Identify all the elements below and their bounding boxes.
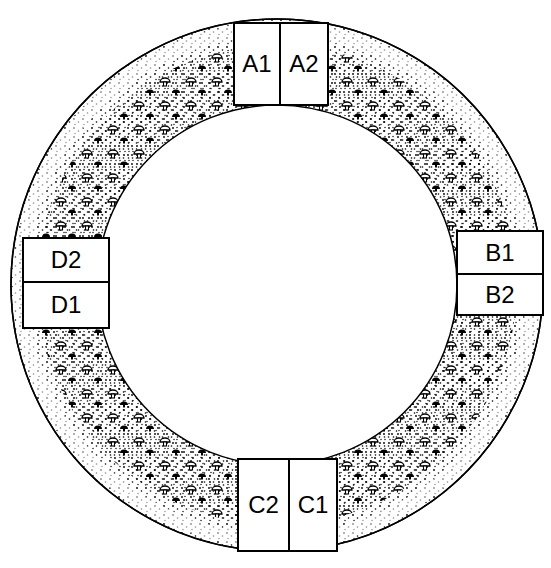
ring-outer-edge [11, 19, 543, 551]
ring-inner-hole [97, 105, 457, 465]
label-box: D2 [22, 237, 110, 283]
box-label: A1 [242, 52, 271, 76]
box-label: D2 [51, 248, 82, 272]
label-box: A2 [279, 22, 329, 106]
label-box: A1 [233, 22, 281, 106]
label-box: C1 [288, 458, 338, 552]
box-label: B2 [485, 283, 514, 307]
label-box: C2 [237, 458, 290, 552]
box-label: C2 [248, 493, 279, 517]
label-box: B2 [456, 273, 544, 316]
label-box: B1 [456, 230, 544, 275]
box-label: D1 [51, 293, 82, 317]
label-box: D1 [22, 281, 110, 329]
box-label: C1 [298, 493, 329, 517]
box-label: B1 [485, 241, 514, 265]
box-label: A2 [289, 52, 318, 76]
